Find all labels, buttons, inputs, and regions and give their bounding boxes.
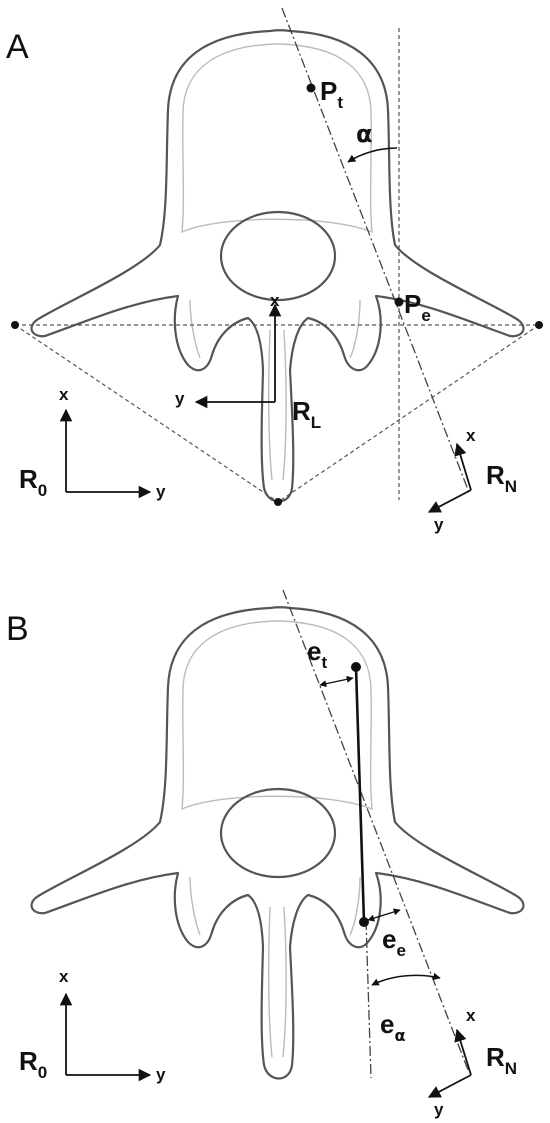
panel-b: B et ee eα x y R0 x y RN bbox=[6, 589, 525, 1119]
label-pe: Pe bbox=[404, 289, 431, 325]
rn-b-x-label: x bbox=[466, 1006, 476, 1025]
rn-b-x-axis bbox=[454, 1028, 472, 1076]
label-rl: RL bbox=[292, 396, 321, 432]
rn-b-y-label: y bbox=[434, 1100, 444, 1119]
vertebra-b bbox=[30, 606, 525, 1080]
label-ee: ee bbox=[382, 924, 406, 960]
alpha-arc bbox=[347, 147, 398, 163]
ealpha-arc bbox=[371, 972, 441, 986]
label-r0-b: R0 bbox=[19, 1046, 47, 1082]
point-pt bbox=[306, 83, 316, 93]
rl-y-label: y bbox=[175, 389, 185, 408]
label-r0-a: R0 bbox=[19, 464, 47, 500]
et-arrow bbox=[319, 675, 354, 688]
ee-arrow bbox=[367, 908, 401, 922]
rn-a-y-axis bbox=[427, 489, 472, 513]
label-ealpha: eα bbox=[380, 1009, 405, 1045]
actual-target-point bbox=[351, 662, 361, 672]
screw-trajectory-line bbox=[281, 7, 471, 496]
actual-vertical-line bbox=[365, 919, 372, 1079]
label-rn-b: RN bbox=[486, 1042, 517, 1078]
label-pt: Pt bbox=[320, 76, 343, 112]
rl-x-label: x bbox=[270, 291, 280, 310]
rn-a-y-label: y bbox=[434, 515, 444, 534]
point-pe bbox=[394, 297, 404, 307]
vertebra-a bbox=[30, 29, 525, 503]
rn-a-x-label: x bbox=[466, 426, 476, 445]
panel-b-label: B bbox=[6, 610, 29, 648]
triangle-right-edge bbox=[277, 324, 540, 503]
rn-a-x-axis bbox=[454, 442, 472, 491]
triangle-left-edge bbox=[14, 324, 279, 503]
label-alpha: α bbox=[356, 120, 373, 148]
spinous-point bbox=[274, 498, 282, 506]
left-transverse-point bbox=[11, 321, 19, 329]
label-rn-a: RN bbox=[486, 460, 517, 496]
label-et: et bbox=[307, 636, 327, 672]
panel-a: A Pt Pe α x y RL x y R0 bbox=[6, 7, 543, 534]
panel-a-label: A bbox=[6, 28, 29, 66]
r0-a-y-label: y bbox=[156, 482, 166, 501]
right-transverse-point bbox=[535, 321, 543, 329]
r0-b-y-label: y bbox=[156, 1065, 166, 1084]
r0-a-x-label: x bbox=[59, 385, 69, 404]
actual-entry-point bbox=[359, 917, 369, 927]
rn-b-y-axis bbox=[427, 1074, 472, 1098]
actual-screw-line bbox=[354, 666, 366, 923]
planned-trajectory-line bbox=[282, 589, 469, 1071]
r0-b-x-label: x bbox=[59, 967, 69, 986]
